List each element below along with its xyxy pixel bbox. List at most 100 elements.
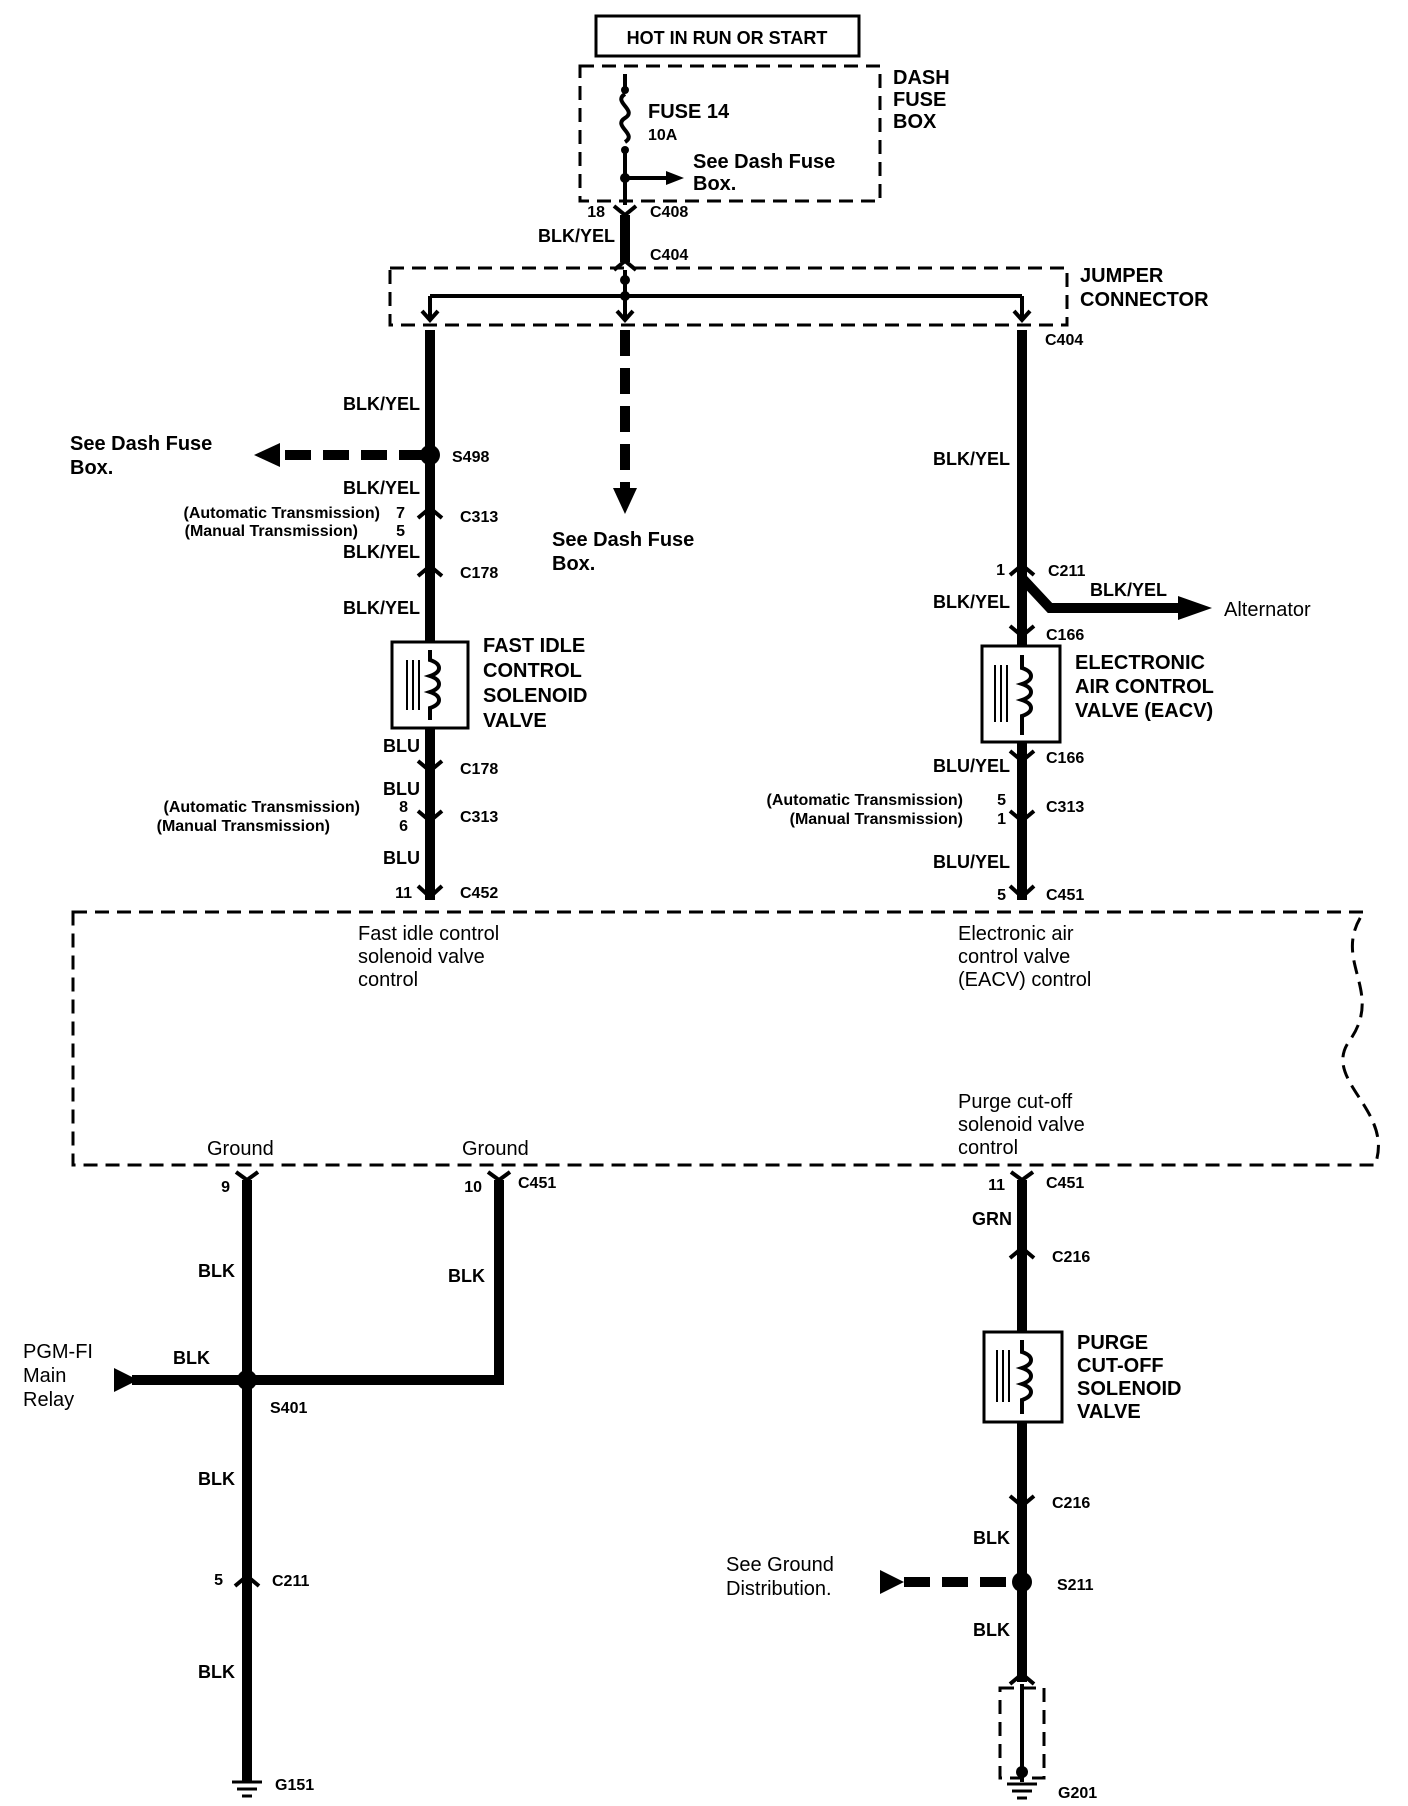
connector-c211-ground <box>233 1573 261 1588</box>
svg-text:S401: S401 <box>270 1400 307 1417</box>
connector-c211 <box>1008 562 1036 577</box>
arrow-left-icon <box>254 443 280 467</box>
svg-text:BLK: BLK <box>173 1348 210 1368</box>
jumper-label: JUMPER <box>1080 265 1164 287</box>
ground-g151-icon <box>232 1780 262 1798</box>
svg-text:Main: Main <box>23 1365 66 1387</box>
svg-text:control: control <box>958 1137 1018 1159</box>
svg-text:Distribution.: Distribution. <box>726 1578 832 1600</box>
svg-text:VALVE: VALVE <box>1077 1401 1141 1423</box>
connector-c313-left <box>416 505 444 520</box>
connector-c408 <box>612 204 638 218</box>
svg-text:CUT-OFF: CUT-OFF <box>1077 1355 1164 1377</box>
svg-text:5: 5 <box>214 1572 223 1589</box>
svg-text:CONTROL: CONTROL <box>483 660 582 682</box>
svg-text:Relay: Relay <box>23 1389 74 1411</box>
connector-c451-pin9 <box>234 1170 260 1183</box>
svg-text:C166: C166 <box>1046 750 1084 767</box>
svg-text:(Manual Transmission): (Manual Transmission) <box>790 811 963 828</box>
svg-text:BLK: BLK <box>973 1620 1010 1640</box>
svg-text:C313: C313 <box>460 509 498 526</box>
svg-text:(Automatic Transmission): (Automatic Transmission) <box>184 505 380 522</box>
alternator-label: Alternator <box>1224 599 1311 621</box>
connector-c178-left-a <box>416 563 444 578</box>
arrow-right-icon <box>666 171 684 185</box>
connector-c451-pin11 <box>1009 1170 1035 1183</box>
svg-text:G201: G201 <box>1058 1785 1097 1802</box>
svg-text:C451: C451 <box>1046 887 1084 904</box>
svg-text:BLK/YEL: BLK/YEL <box>538 226 615 246</box>
svg-text:VALVE (EACV): VALVE (EACV) <box>1075 700 1213 722</box>
svg-text:BLK/YEL: BLK/YEL <box>343 598 420 618</box>
svg-text:AIR CONTROL: AIR CONTROL <box>1075 676 1214 698</box>
svg-text:C211: C211 <box>1048 563 1085 580</box>
svg-text:C313: C313 <box>1046 799 1084 816</box>
svg-text:C313: C313 <box>460 809 498 826</box>
ecm-ground-1: Ground <box>207 1138 274 1160</box>
svg-text:1: 1 <box>997 811 1006 828</box>
svg-text:BLK/YEL: BLK/YEL <box>933 449 1010 469</box>
svg-text:BOX: BOX <box>893 111 937 133</box>
svg-text:solenoid valve: solenoid valve <box>958 1114 1085 1136</box>
svg-text:BLK: BLK <box>973 1528 1010 1548</box>
wire-ground-10 <box>252 1180 504 1385</box>
svg-text:C216: C216 <box>1052 1495 1090 1512</box>
svg-text:C178: C178 <box>460 761 498 778</box>
pgm-fi-relay-label: PGM-FI <box>23 1341 93 1363</box>
fuse-rating: 10A <box>648 127 678 144</box>
svg-text:BLU: BLU <box>383 779 420 799</box>
svg-text:BLK: BLK <box>198 1662 235 1682</box>
svg-text:C216: C216 <box>1052 1249 1090 1266</box>
connector-c166-a <box>1008 624 1036 639</box>
ecm-eacv-label: Electronic air <box>958 923 1074 945</box>
eacv-label: ELECTRONIC <box>1075 652 1205 674</box>
fast-idle-label: FAST IDLE <box>483 635 585 657</box>
connector-c216-b <box>1008 1494 1036 1509</box>
arrow-right-icon <box>880 1570 904 1594</box>
svg-text:11: 11 <box>395 885 412 902</box>
arrow-down-icon <box>613 488 637 514</box>
ground-g201-icon <box>1007 1782 1037 1800</box>
svg-text:control valve: control valve <box>958 946 1070 968</box>
wire-alternator <box>1018 574 1180 613</box>
fuse-name: FUSE 14 <box>648 101 730 123</box>
coil-icon <box>1015 1340 1033 1414</box>
svg-text:FUSE: FUSE <box>893 89 946 111</box>
svg-text:8: 8 <box>399 799 408 816</box>
connector-c451-pin10 <box>486 1170 512 1183</box>
ecm-ground-2: Ground <box>462 1138 529 1160</box>
svg-text:BLK: BLK <box>448 1266 485 1286</box>
connector-c313-right <box>1008 809 1036 824</box>
splice-s401 <box>237 1370 257 1390</box>
svg-text:VALVE: VALVE <box>483 710 547 732</box>
purge-solenoid-label: PURGE <box>1077 1332 1148 1354</box>
svg-text:BLK/YEL: BLK/YEL <box>343 394 420 414</box>
svg-text:BLK/YEL: BLK/YEL <box>933 592 1010 612</box>
svg-text:10: 10 <box>464 1179 482 1196</box>
svg-text:5: 5 <box>997 887 1006 904</box>
svg-text:1: 1 <box>996 562 1005 579</box>
svg-text:G151: G151 <box>275 1777 314 1794</box>
svg-text:C166: C166 <box>1046 627 1084 644</box>
svg-text:5: 5 <box>997 792 1006 809</box>
svg-text:C408: C408 <box>650 204 688 221</box>
svg-text:18: 18 <box>587 204 605 221</box>
svg-text:BLK/YEL: BLK/YEL <box>343 542 420 562</box>
connector-c451-top <box>1008 884 1036 900</box>
svg-text:SOLENOID: SOLENOID <box>1077 1378 1181 1400</box>
splice-s211 <box>1012 1572 1032 1592</box>
connector-c216-a <box>1008 1245 1036 1260</box>
coil-icon <box>1015 655 1033 735</box>
svg-text:11: 11 <box>988 1177 1005 1194</box>
svg-text:C452: C452 <box>460 885 498 902</box>
svg-text:S498: S498 <box>452 449 489 466</box>
s498-ref: See Dash Fuse <box>70 433 212 455</box>
fuse-symbol <box>619 92 631 144</box>
svg-text:Box.: Box. <box>552 553 595 575</box>
svg-text:BLU: BLU <box>383 736 420 756</box>
connector-c178-left-b <box>416 759 444 774</box>
svg-text:BLK: BLK <box>198 1261 235 1281</box>
svg-text:control: control <box>358 969 418 991</box>
svg-text:BLK/YEL: BLK/YEL <box>1090 580 1167 600</box>
